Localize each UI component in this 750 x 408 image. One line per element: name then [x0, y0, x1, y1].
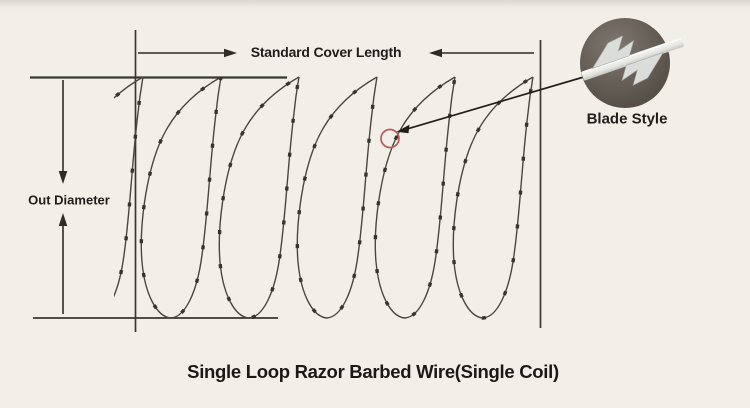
- out-diameter-label: Out Diameter: [28, 192, 110, 208]
- cover-length-arrow-right: [138, 48, 237, 58]
- blade-pointer-arrow: [396, 73, 595, 134]
- diagram-title: Single Loop Razor Barbed Wire(Single Coi…: [187, 361, 559, 382]
- cover-length-label: Standard Cover Length: [250, 44, 402, 60]
- out-diameter-arrow-up: [58, 213, 68, 314]
- highlight-circle: [380, 128, 400, 149]
- cover-length-arrow-left: [429, 48, 534, 58]
- boundary-lines: [30, 30, 542, 332]
- blade-style-label: Blade Style: [586, 110, 668, 128]
- razor-blade-illustration: [581, 35, 684, 86]
- out-diameter-arrow-down: [58, 80, 68, 184]
- blade-photo: [580, 18, 684, 108]
